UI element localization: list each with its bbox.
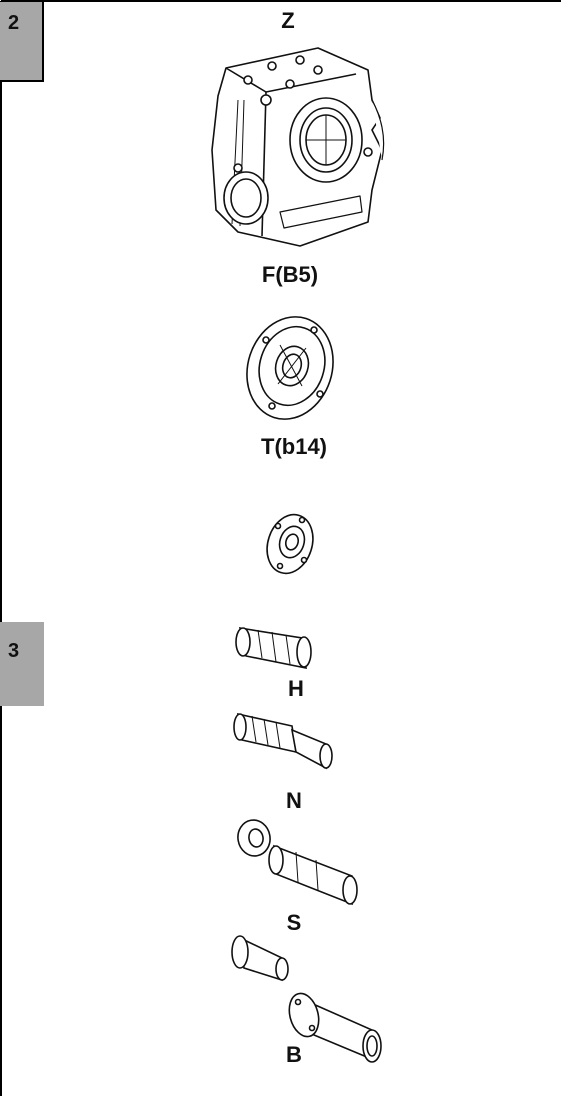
section-number: 2 xyxy=(8,12,20,34)
gearbox-housing-drawing xyxy=(211,47,385,247)
shaft-h-drawing xyxy=(235,627,312,670)
label-n: N xyxy=(286,788,302,813)
shaft-n-drawing xyxy=(233,712,333,770)
label-f-b5: F(B5) xyxy=(261,262,319,287)
label-z: Z xyxy=(281,8,295,33)
section-tab-2: 2 xyxy=(0,2,44,82)
flange-b14-drawing xyxy=(266,513,314,575)
label-b: B xyxy=(286,1042,302,1067)
shaft-s-drawing xyxy=(237,819,358,906)
label-h: H xyxy=(288,676,304,701)
label-s: S xyxy=(286,910,302,935)
shaft-b-drawing xyxy=(231,935,382,1063)
section-tab-3: 3 xyxy=(0,622,44,706)
flange-b5-drawing xyxy=(246,316,334,420)
section-number: 3 xyxy=(8,640,20,662)
label-t-b14: T(b14) xyxy=(261,434,327,459)
